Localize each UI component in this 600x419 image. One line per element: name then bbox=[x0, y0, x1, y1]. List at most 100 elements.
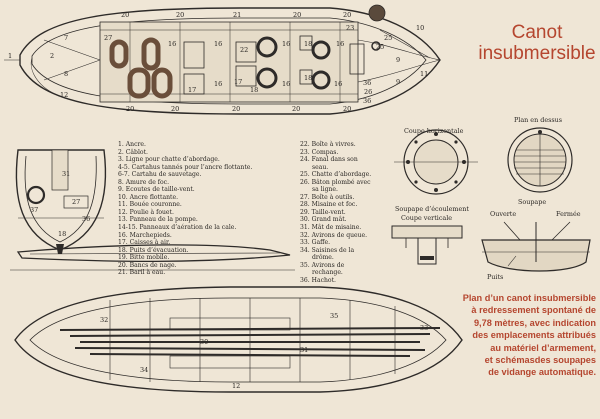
num-23: 23 bbox=[346, 24, 354, 32]
caption-line: 9,78 mètres, avec indication bbox=[473, 317, 596, 328]
label-coupe-verticale: Coupe verticale bbox=[401, 214, 453, 222]
num-32: 32 bbox=[100, 316, 108, 324]
num-10: 10 bbox=[416, 24, 424, 32]
title-line-1: Canot bbox=[511, 22, 563, 43]
num-21: 21 bbox=[233, 11, 241, 19]
legend-item: 19. Bitte mobile. bbox=[118, 254, 170, 262]
num-7: 7 bbox=[64, 34, 68, 42]
legend-item: 30. Grand mât. bbox=[300, 216, 347, 224]
num-20-e: 20 bbox=[126, 105, 134, 113]
legend-item: 12. Poulie à fouet. bbox=[118, 208, 174, 216]
legend-item: 25. Chatte d’abordage. bbox=[300, 171, 372, 179]
legend-item: rechange. bbox=[312, 269, 343, 277]
label-soupape-ecoulement: Soupape d’écoulement bbox=[395, 205, 469, 213]
legend-item: 34. Saisines de la bbox=[300, 246, 355, 254]
legend-item: 24. Fanal dans son bbox=[300, 156, 358, 164]
legend-item: 31. Mât de misaine. bbox=[300, 224, 362, 232]
caption-line: et schémasdes soupapes bbox=[484, 355, 596, 366]
label-soupape: Soupape bbox=[518, 198, 547, 206]
num-18-c: 18 bbox=[250, 86, 258, 94]
num-31: 31 bbox=[300, 346, 308, 354]
label-coupe-horizontale: Coupe horizontale bbox=[404, 127, 464, 135]
legend-item: 27. Boîte à outils. bbox=[300, 193, 355, 201]
num-18-a: 18 bbox=[304, 40, 312, 48]
num-17-a: 17 bbox=[188, 86, 196, 94]
label-fermee: Fermée bbox=[556, 210, 581, 218]
legend-item: 4-5. Cartahus tannés pour l’ancre flotta… bbox=[118, 163, 253, 171]
num-16-e: 16 bbox=[214, 80, 222, 88]
caption-line: de vidange automatique. bbox=[488, 367, 596, 378]
legend-item: sa ligne. bbox=[312, 186, 338, 194]
num-26: 26 bbox=[364, 88, 372, 96]
num-20-i: 20 bbox=[343, 105, 351, 113]
legend-item: 11. Bouée couronne. bbox=[118, 201, 182, 209]
num-12-b: 12 bbox=[232, 382, 240, 390]
num-20-h: 20 bbox=[292, 105, 300, 113]
num-20-a: 20 bbox=[121, 11, 129, 19]
valve-vertical-section bbox=[391, 225, 463, 265]
num-31-b: 31 bbox=[62, 170, 70, 178]
num-18-d: 18 bbox=[58, 230, 66, 238]
num-18-b: 18 bbox=[304, 74, 312, 82]
legend-item: 18. Puits d’évacuation. bbox=[118, 246, 189, 254]
num-27-b: 27 bbox=[72, 198, 80, 206]
bottom-boat-plan bbox=[14, 286, 463, 393]
legend-item: 6-7. Cartahu de sauvetage. bbox=[118, 171, 202, 179]
num-20-b: 20 bbox=[176, 11, 184, 19]
legend-item: 20. Bancs de nage. bbox=[118, 261, 177, 269]
legend-item: 3. Ligne pour chatte d’abordage. bbox=[118, 156, 220, 164]
legend-item: 10. Ancre flottante. bbox=[118, 193, 179, 201]
num-8: 8 bbox=[64, 70, 68, 78]
num-16-b: 16 bbox=[214, 40, 222, 48]
legend-item: 14-15. Panneaux d’aération de la cale. bbox=[118, 224, 237, 232]
legend-item: 22. Boîte à vivres. bbox=[300, 141, 356, 148]
legend-item: 36. Hachot. bbox=[300, 276, 336, 284]
num-20-d: 20 bbox=[343, 11, 351, 19]
legend-item: seau. bbox=[312, 163, 329, 171]
legend-item: 26. Bâton plombé avec bbox=[300, 178, 371, 186]
legend-left: 1. Ancre. 2. Câblot. 3. Ligne pour chatt… bbox=[118, 141, 252, 277]
legend-item: 16. Marchepieds. bbox=[118, 231, 172, 239]
num-17-b: 17 bbox=[234, 78, 242, 86]
num-16-a: 16 bbox=[168, 40, 176, 48]
num-16-d: 16 bbox=[336, 40, 344, 48]
rope-coils bbox=[109, 37, 173, 99]
valve-horizontal-section bbox=[394, 129, 478, 195]
legend-item: 32. Avirons de queue. bbox=[300, 231, 368, 239]
title-line-2: insubmersible bbox=[478, 43, 596, 64]
num-12: 12 bbox=[60, 91, 68, 99]
page-title: Canot insubmersible bbox=[478, 22, 596, 64]
num-20-c: 20 bbox=[293, 11, 301, 19]
num-16-g: 16 bbox=[334, 80, 342, 88]
valve-top-plan bbox=[507, 127, 573, 193]
num-25-b: 25 bbox=[384, 34, 392, 42]
legend-item: 29. Taille-vent. bbox=[300, 208, 346, 216]
num-34: 34 bbox=[140, 366, 148, 374]
boat-cross-section bbox=[15, 149, 107, 254]
legend-item: 1. Ancre. bbox=[118, 141, 146, 148]
legend-item: drôme. bbox=[312, 254, 334, 262]
legend-item: 2. Câblot. bbox=[118, 148, 148, 156]
num-9-a: 9 bbox=[396, 56, 400, 64]
legend-item: 17. Caisses à air. bbox=[118, 239, 171, 247]
legend-item: 35. Avirons de bbox=[300, 261, 345, 269]
num-25: 25 bbox=[376, 43, 384, 51]
num-9-b: 9 bbox=[396, 78, 400, 86]
num-36-c: 36 bbox=[82, 215, 90, 223]
num-36-b: 36 bbox=[363, 79, 371, 87]
legend-item: 28. Misaine et foc. bbox=[300, 201, 358, 209]
caption-line: à redressement spontané de bbox=[471, 305, 596, 316]
num-20-f: 20 bbox=[171, 105, 179, 113]
caption-line: Plan d’un canot insubmersible bbox=[462, 293, 596, 303]
num-20-g: 20 bbox=[232, 105, 240, 113]
num-2: 2 bbox=[50, 52, 54, 60]
num-1: 1 bbox=[8, 52, 12, 60]
legend-item: 13. Panneau de la pompe. bbox=[118, 216, 198, 224]
label-plan-en-dessus: Plan en dessus bbox=[514, 116, 563, 124]
legend-right: 22. Boîte à vivres. 23. Compas. 24. Fana… bbox=[300, 141, 371, 284]
legend-item: 23. Compas. bbox=[300, 148, 339, 156]
top-boat-plan bbox=[4, 4, 441, 115]
num-16-c: 16 bbox=[282, 40, 290, 48]
plan-numbers: 20 20 21 20 20 20 20 20 20 20 27 16 16 2… bbox=[8, 11, 428, 390]
num-30: 30 bbox=[200, 338, 208, 346]
